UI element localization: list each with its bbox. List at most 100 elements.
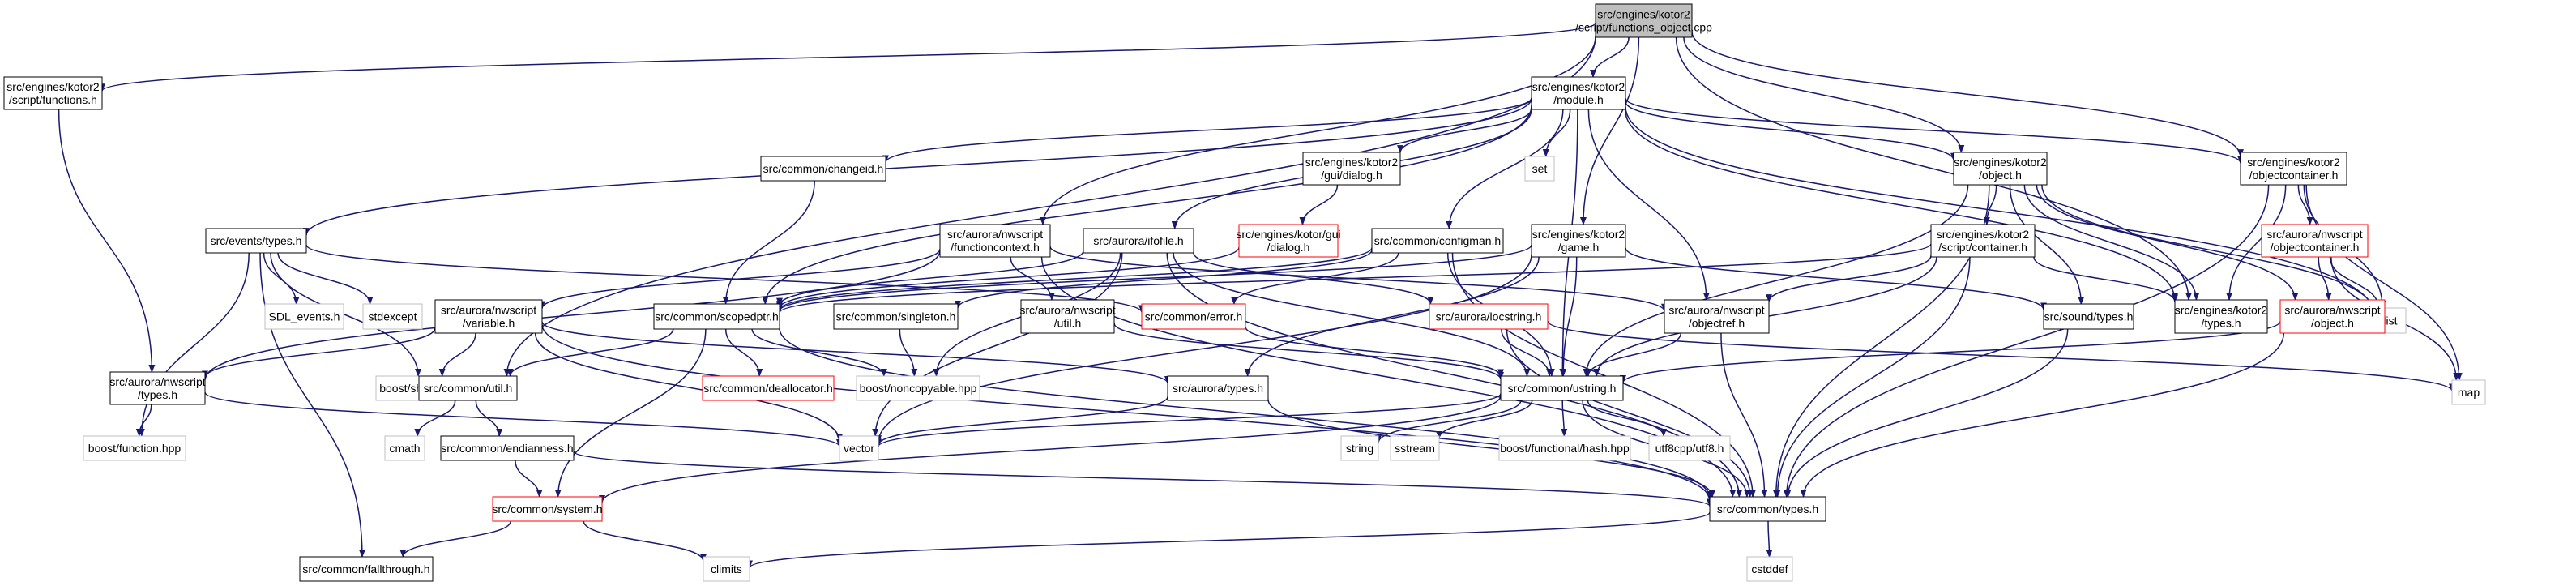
- node-box: [1531, 76, 1626, 110]
- node-box: [440, 435, 575, 461]
- node-climits: climits: [703, 556, 750, 582]
- node-box: [299, 556, 434, 582]
- node-box: [1429, 303, 1549, 330]
- node-object_h[interactable]: src/engines/kotor2/object.h: [1953, 152, 2048, 186]
- edge-locstring_h-to-ustring_h: [1501, 328, 1553, 377]
- edge-sound_types_h-to-common_types_h: [1784, 328, 2069, 498]
- edge-events_types_h-to-shared_ptr_hpp: [270, 252, 422, 377]
- node-game_h[interactable]: src/engines/kotor2/game.h: [1531, 224, 1626, 258]
- edge-root-to-game_h: [1579, 36, 1640, 225]
- node-script_container_h[interactable]: src/engines/kotor2/script/container.h: [1930, 224, 2036, 258]
- node-ustring_h[interactable]: src/common/ustring.h: [1500, 375, 1624, 401]
- node-objectref_h[interactable]: src/aurora/nwscript/objectref.h: [1664, 299, 1770, 334]
- node-aurora_types_h[interactable]: src/aurora/types.h: [1167, 375, 1269, 401]
- edge-system_h-to-climits: [583, 520, 707, 562]
- node-label: climits: [711, 562, 742, 575]
- edges-layer: [58, 22, 2463, 569]
- node-nws_types_h[interactable]: src/aurora/nwscript/types.h: [109, 371, 206, 405]
- node-label: src/engines/kotor2: [1954, 156, 2047, 169]
- node-label: src/aurora/nwscript: [1668, 304, 1764, 317]
- node-box: [1390, 435, 1440, 461]
- node-locstring_h[interactable]: src/aurora/locstring.h: [1429, 303, 1549, 330]
- edge-scopedptr_h-to-common_types_h: [779, 327, 1713, 499]
- node-singleton_h[interactable]: src/common/singleton.h: [833, 303, 959, 330]
- node-box: [702, 375, 835, 401]
- edge-module_h-to-changeid_h: [882, 97, 1532, 164]
- node-configman_h[interactable]: src/common/configman.h: [1371, 228, 1504, 254]
- node-label: stdexcept: [369, 310, 417, 323]
- edge-events_types_h-to-fallthrough_h: [259, 252, 365, 558]
- edge-nws_variable_h-to-vector: [534, 332, 843, 443]
- node-ifofile_h[interactable]: src/aurora/ifofile.h: [1083, 228, 1194, 254]
- node-label: boost/noncopyable.hpp: [860, 382, 977, 395]
- edge-ifofile_h-to-scopedptr_h: [776, 250, 1084, 306]
- node-label: src/common/endianness.h: [441, 442, 573, 455]
- node-endianness_h[interactable]: src/common/endianness.h: [440, 435, 575, 461]
- node-module_h[interactable]: src/engines/kotor2/module.h: [1531, 76, 1626, 110]
- node-root[interactable]: src/engines/kotor2/script/functions_obje…: [1575, 3, 1712, 38]
- node-label: src/common/types.h: [1717, 503, 1818, 515]
- edge-ustring_h-to-sstream: [1436, 400, 1533, 439]
- node-box: [2174, 299, 2268, 334]
- edge-module_h-to-scopedptr_h: [762, 105, 1532, 305]
- node-nws_objectcontainer_h[interactable]: src/aurora/nwscript/objectcontainer.h: [2261, 224, 2369, 258]
- edge-aurora_types_h-to-vector: [875, 396, 1168, 446]
- node-nws_util_h[interactable]: src/aurora/nwscript/util.h: [1019, 299, 1116, 334]
- node-label: /script/functions.h: [9, 93, 97, 106]
- node-box: [205, 228, 307, 254]
- node-utf8_h: utf8cpp/utf8.h: [1648, 435, 1731, 461]
- edge-root-to-object_h: [1683, 36, 1965, 153]
- node-box: [1238, 224, 1339, 258]
- node-error_h[interactable]: src/common/error.h: [1141, 303, 1246, 330]
- edge-system_h-to-fallthrough_h: [399, 520, 511, 558]
- node-nws_object_h[interactable]: src/aurora/nwscript/object.h: [2279, 299, 2386, 334]
- node-hash_hpp: boost/functional/hash.hpp: [1498, 435, 1631, 461]
- node-scopedptr_h[interactable]: src/common/scopedptr.h: [653, 303, 780, 330]
- edge-events_types_h-to-sdl_events_h: [263, 252, 300, 305]
- edge-objectcontainer_h-to-common_types_h: [1783, 184, 2270, 498]
- node-box: [384, 435, 425, 461]
- node-functioncontext_h[interactable]: src/aurora/nwscript/functioncontext.h: [939, 224, 1051, 258]
- node-stdexcept: stdexcept: [362, 303, 423, 330]
- node-deallocator_h[interactable]: src/common/deallocator.h: [702, 375, 835, 401]
- edge-module_h-to-events_types_h: [303, 98, 1532, 237]
- node-functions_h[interactable]: src/engines/kotor2/script/functions.h: [3, 76, 103, 110]
- node-system_h[interactable]: src/common/system.h: [492, 496, 603, 522]
- node-changeid_h[interactable]: src/common/changeid.h: [760, 156, 886, 182]
- node-label: src/common/error.h: [1145, 310, 1243, 323]
- node-label: /dialog.h: [1267, 241, 1310, 254]
- node-box: [1746, 556, 1793, 582]
- node-label: src/aurora/nwscript: [1019, 304, 1115, 317]
- node-kotor2_types_h[interactable]: src/engines/kotor2/types.h: [2174, 299, 2268, 334]
- edge-game_h-to-aurora_types_h: [1244, 256, 1540, 377]
- node-label: utf8cpp/utf8.h: [1655, 442, 1724, 455]
- node-nws_variable_h[interactable]: src/aurora/nwscript/variable.h: [434, 299, 543, 334]
- edge-scopedptr_h-to-noncopyable_hpp: [751, 328, 887, 377]
- edge-module_h-to-objectref_h: [1587, 109, 1710, 301]
- node-sound_types_h[interactable]: src/sound/types.h: [2043, 303, 2134, 330]
- node-box: [1930, 224, 2036, 258]
- edge-locstring_h-to-common_types_h: [1506, 328, 1754, 498]
- edge-nws_variable_h-to-aurora_types_h: [541, 321, 1171, 384]
- node-box: [1020, 299, 1115, 334]
- node-label: boost/function.hpp: [88, 442, 182, 455]
- node-label: /objectcontainer.h: [2249, 169, 2339, 182]
- node-events_types_h[interactable]: src/events/types.h: [205, 228, 307, 254]
- edge-nws_util_h-to-ustring_h: [1113, 323, 1504, 381]
- node-common_types_h[interactable]: src/common/types.h: [1709, 496, 1826, 522]
- node-label: src/aurora/nwscript: [2284, 304, 2380, 317]
- node-label: /game.h: [1558, 241, 1600, 254]
- node-vector: vector: [839, 435, 879, 461]
- edge-script_container_h-to-kotor2_types_h: [2033, 256, 2178, 303]
- node-sstream: sstream: [1390, 435, 1440, 461]
- node-fallthrough_h[interactable]: src/common/fallthrough.h: [299, 556, 434, 582]
- node-util_h[interactable]: src/common/util.h: [418, 375, 518, 401]
- edge-singleton_h-to-noncopyable_hpp: [899, 328, 918, 377]
- edge-functioncontext_h-to-nws_types_h: [202, 250, 941, 381]
- node-kotor_gui_dialog_h[interactable]: src/engines/kotor/gui/dialog.h: [1236, 224, 1341, 258]
- node-objectcontainer_h[interactable]: src/engines/kotor2/objectcontainer.h: [2240, 152, 2347, 186]
- node-label: src/aurora/locstring.h: [1436, 310, 1542, 323]
- node-label: src/engines/kotor2: [1305, 156, 1399, 169]
- edge-util_h-to-endianness_h: [475, 400, 503, 437]
- node-gui_dialog_h[interactable]: src/engines/kotor2/gui/dialog.h: [1302, 152, 1401, 186]
